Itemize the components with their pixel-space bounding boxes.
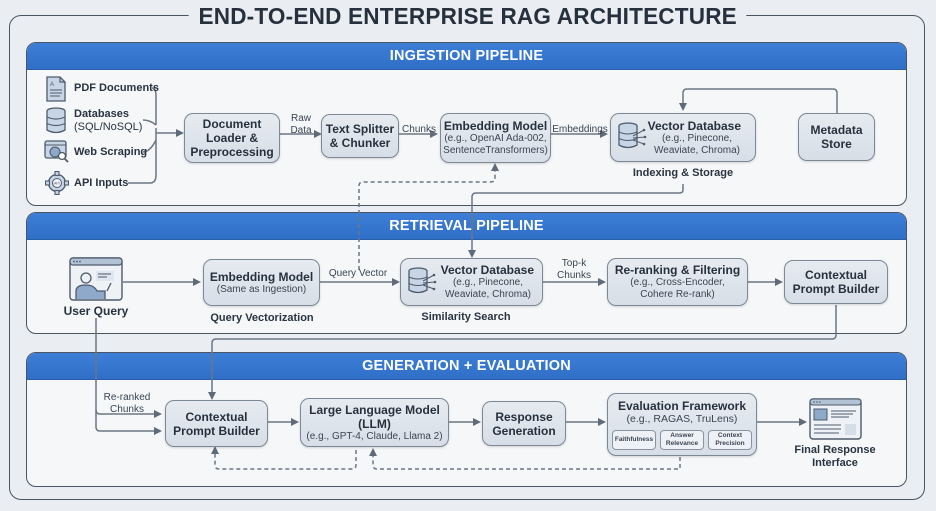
pdf-document-icon: A xyxy=(46,76,66,102)
llm-box[interactable]: Large Language Model (LLM) (e.g., GPT-4,… xyxy=(300,398,449,447)
retrieval-prompt-builder-line2: Prompt Builder xyxy=(792,282,880,296)
topk-line1: Top-k xyxy=(561,258,587,269)
indexing-storage-caption: Indexing & Storage xyxy=(632,167,734,179)
source-database-label: Databases (SQL/NoSQL) xyxy=(74,108,142,134)
source-database-sub: (SQL/NoSQL) xyxy=(74,121,143,133)
retrieval-header: RETRIEVAL PIPELINE xyxy=(27,213,906,240)
reranking-title: Re-ranking & Filtering xyxy=(614,263,741,277)
reranked-line2: Chunks xyxy=(110,404,144,415)
source-web-label: Web Scraping xyxy=(74,146,148,158)
gen-prompt-builder-line2: Prompt Builder xyxy=(173,423,260,438)
reranked-line1: Re-ranked xyxy=(103,392,151,403)
reranking-box[interactable]: Re-ranking & Filtering (e.g., Cross-Enco… xyxy=(607,258,748,306)
document-loader-box[interactable]: Document Loader & Preprocessing xyxy=(184,113,280,163)
metric-answer-label1: Answer xyxy=(670,432,694,439)
raw-data-line2: Data xyxy=(290,125,312,136)
retrieval-prompt-builder-line1: Contextual xyxy=(804,268,867,282)
final-line1: Final Response xyxy=(794,444,876,456)
raw-data-line1: Raw xyxy=(290,113,311,124)
edge-label-topk-chunks: Top-k Chunks xyxy=(552,258,596,282)
metadata-store-box[interactable]: Metadata Store xyxy=(798,113,875,161)
query-vectorization-caption: Query Vectorization xyxy=(210,312,314,324)
metric-faithfulness[interactable]: Faithfulness xyxy=(612,430,656,450)
final-line2: Interface xyxy=(812,457,858,469)
svg-text:API: API xyxy=(54,182,60,186)
retrieval-vector-db-sub2: Weaviate, Chroma) xyxy=(445,289,531,300)
reranking-sub1: (e.g., Cross-Encoder, xyxy=(630,277,725,288)
text-splitter-line1: Text Splitter xyxy=(325,122,395,136)
metric-answer-label2: Relevance xyxy=(665,440,699,447)
edge-label-chunks: Chunks xyxy=(402,124,436,135)
query-embedding-sub: (Same as Ingestion) xyxy=(216,283,307,295)
database-icon xyxy=(46,107,66,134)
embedding-model-sub1: (e.g., OpenAI Ada-002, xyxy=(444,133,547,144)
vector-database-retrieval-box[interactable]: Vector Database (e.g., Pinecone, Weaviat… xyxy=(400,258,543,306)
embedding-model-sub2: SentenceTransformers) xyxy=(443,145,548,156)
retrieval-vector-db-title: Vector Database xyxy=(440,263,534,277)
generation-prompt-builder-box[interactable]: Contextual Prompt Builder xyxy=(165,400,268,447)
source-database-title: Databases xyxy=(74,108,130,120)
generation-section: GENERATION + EVALUATION xyxy=(26,352,907,487)
edge-label-reranked-chunks: Re-ranked Chunks xyxy=(102,392,152,416)
text-splitter-box[interactable]: Text Splitter & Chunker xyxy=(321,114,399,158)
user-query-icon xyxy=(69,257,123,301)
source-pdf-label: PDF Documents xyxy=(74,82,159,94)
response-line2: Generation xyxy=(492,423,556,438)
evaluation-framework-box[interactable]: Evaluation Framework (e.g., RAGAS, TruLe… xyxy=(607,393,757,456)
metric-context-label2: Precision xyxy=(715,440,745,447)
metric-context-label1: Context xyxy=(717,432,743,439)
llm-line2: (LLM) xyxy=(358,416,391,431)
document-loader-line1: Document xyxy=(202,117,262,131)
source-api-label: API Inputs xyxy=(74,177,129,189)
generation-header: GENERATION + EVALUATION xyxy=(27,353,906,380)
edge-label-embeddings: Embeddings xyxy=(552,124,608,135)
evaluation-title: Evaluation Framework xyxy=(617,399,747,413)
ingestion-header: INGESTION PIPELINE xyxy=(27,43,906,70)
document-loader-line2: Loader & xyxy=(205,131,258,145)
query-embedding-title: Embedding Model xyxy=(209,269,314,284)
similarity-search-caption: Similarity Search xyxy=(421,311,511,323)
text-splitter-line2: & Chunker xyxy=(329,136,391,150)
vector-database-icon xyxy=(618,122,647,149)
metric-faithfulness-label: Faithfulness xyxy=(614,436,654,443)
api-gear-icon: API xyxy=(45,171,69,195)
llm-line1: Large Language Model xyxy=(309,402,440,417)
edge-label-query-vector: Query Vector xyxy=(328,268,388,279)
llm-sub: (e.g., GPT-4, Claude, Llama 2) xyxy=(306,430,443,442)
vector-db-title: Vector Database xyxy=(647,118,741,133)
metadata-store-line1: Metadata xyxy=(810,123,863,137)
topk-line2: Chunks xyxy=(557,270,591,281)
evaluation-sub: (e.g., RAGAS, TruLens) xyxy=(626,413,738,425)
diagram-title: END-TO-END ENTERPRISE RAG ARCHITECTURE xyxy=(188,3,748,30)
final-response-label: Final Response Interface xyxy=(789,444,881,470)
gen-prompt-builder-line1: Contextual xyxy=(185,409,248,424)
vector-db-sub1: (e.g., Pinecone, xyxy=(661,132,733,144)
query-embedding-model-box[interactable]: Embedding Model (Same as Ingestion) xyxy=(203,259,320,306)
edge-label-raw-data: Raw Data xyxy=(287,113,315,137)
reranking-sub2: Cohere Re-rank) xyxy=(640,289,715,300)
vector-database-icon xyxy=(408,267,437,294)
embedding-model-title: Embedding Model xyxy=(443,119,548,133)
document-loader-line3: Preprocessing xyxy=(190,145,274,159)
final-response-interface-icon xyxy=(809,398,862,440)
embedding-model-box[interactable]: Embedding Model (e.g., OpenAI Ada-002, S… xyxy=(440,113,551,163)
metadata-store-line2: Store xyxy=(821,137,852,151)
response-line1: Response xyxy=(495,409,553,424)
retrieval-prompt-builder-box[interactable]: Contextual Prompt Builder xyxy=(784,260,888,304)
vector-database-ingestion-box[interactable]: Vector Database (e.g., Pinecone, Weaviat… xyxy=(610,113,756,162)
vector-db-sub2: Weaviate, Chroma) xyxy=(654,144,740,156)
response-generation-box[interactable]: Response Generation xyxy=(482,401,566,446)
svg-text:A: A xyxy=(50,82,54,88)
retrieval-vector-db-sub1: (e.g., Pinecone, xyxy=(452,277,524,288)
web-scraping-icon xyxy=(44,140,69,163)
user-query-label: User Query xyxy=(63,304,129,318)
